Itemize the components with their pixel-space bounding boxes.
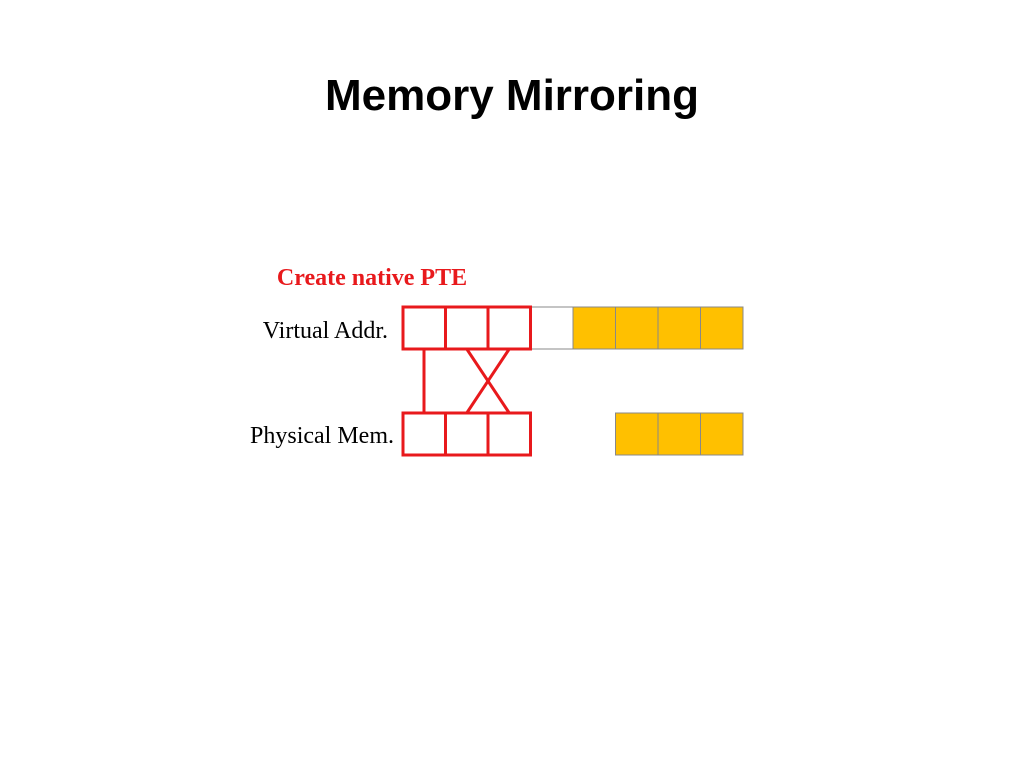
virtual-cell-2 xyxy=(486,305,532,351)
virtual-cell-0 xyxy=(401,305,447,351)
virtual-cell-4 xyxy=(572,306,616,350)
physical-cell-2 xyxy=(486,411,532,457)
physical-cell-5 xyxy=(615,412,659,456)
physical-memory-row xyxy=(401,411,744,457)
virtual-addr-label: Virtual Addr. xyxy=(263,318,388,344)
virtual-cell-1 xyxy=(444,305,490,351)
physical-cell-1 xyxy=(444,411,490,457)
annotation-label: Create native PTE xyxy=(277,265,467,291)
virtual-address-row xyxy=(401,305,744,351)
virtual-cell-6 xyxy=(657,306,701,350)
physical-cell-7 xyxy=(700,412,744,456)
page-mapping-lines xyxy=(422,348,511,414)
virtual-cell-7 xyxy=(700,306,744,350)
slide-title: Memory Mirroring xyxy=(324,71,700,120)
physical-mem-label: Physical Mem. xyxy=(250,423,394,449)
virtual-cell-5 xyxy=(615,306,659,350)
physical-cell-0 xyxy=(401,411,447,457)
virtual-cell-3 xyxy=(530,306,574,350)
mapping-line-2 xyxy=(465,348,511,414)
physical-cell-6 xyxy=(657,412,701,456)
